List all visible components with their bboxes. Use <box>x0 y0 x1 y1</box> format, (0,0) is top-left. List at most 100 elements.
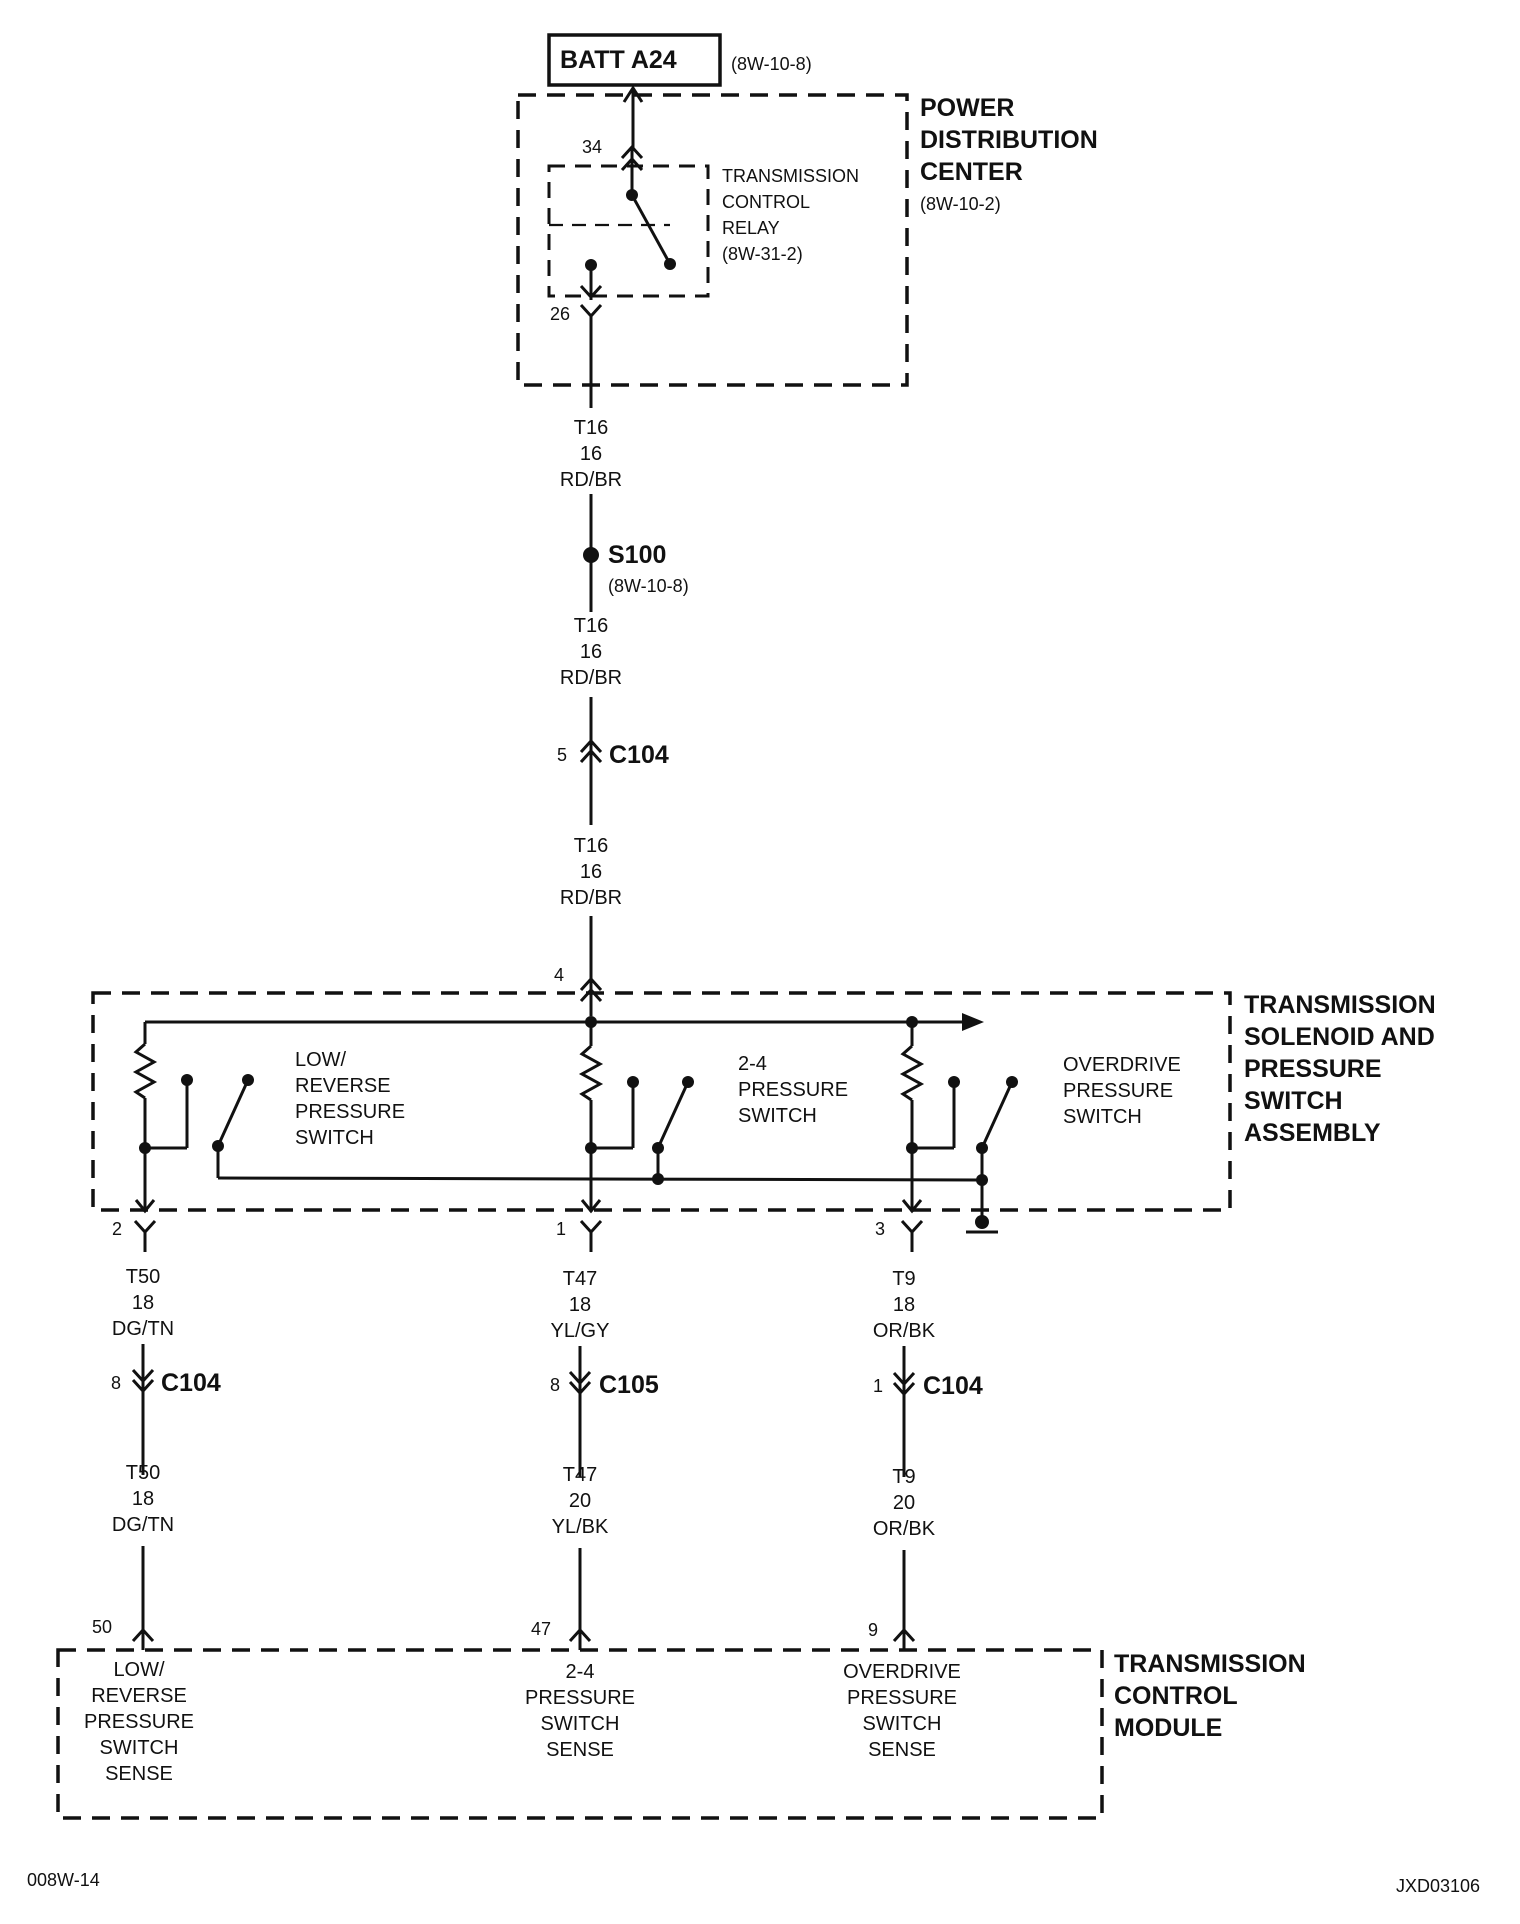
assembly-title-line5: ASSEMBLY <box>1244 1119 1381 1147</box>
svg-text:T47: T47 <box>563 1268 597 1290</box>
splice-label: S100 <box>608 541 666 569</box>
svg-text:SWITCH: SWITCH <box>541 1713 620 1735</box>
svg-text:T50: T50 <box>126 1462 160 1484</box>
tcm-sense-two-four: 2-4 PRESSURE SWITCH SENSE <box>525 1661 635 1761</box>
ground-return <box>217 1176 983 1182</box>
battery-source: BATT A24 (8W-10-8) <box>547 33 812 87</box>
pressure-switch-assembly: TRANSMISSION SOLENOID AND PRESSURE SWITC… <box>91 965 1436 1234</box>
splice-ref: (8W-10-8) <box>608 576 689 596</box>
svg-text:SENSE: SENSE <box>868 1739 936 1761</box>
wire-label-top: T16 16 RD/BR <box>560 417 622 491</box>
wire-label-mid: T16 16 RD/BR <box>560 615 622 689</box>
branch3-connector-pin: 1 <box>873 1376 883 1396</box>
svg-text:2-4: 2-4 <box>566 1661 595 1683</box>
svg-text:T9: T9 <box>892 1466 915 1488</box>
splice-s100: S100 (8W-10-8) <box>583 541 689 596</box>
switch2-label-line2: PRESSURE <box>738 1079 848 1101</box>
svg-text:PRESSURE: PRESSURE <box>525 1687 635 1709</box>
svg-text:PRESSURE: PRESSURE <box>84 1711 194 1733</box>
branch3-module-pin: 9 <box>868 1620 878 1640</box>
svg-text:18: 18 <box>893 1294 915 1316</box>
two-four-switch: 2-4 PRESSURE SWITCH <box>578 1022 848 1214</box>
switch1-label-line1: LOW/ <box>295 1049 347 1071</box>
assembly-title-line3: PRESSURE <box>1244 1055 1382 1083</box>
tcm-title-line3: MODULE <box>1114 1714 1222 1742</box>
svg-text:REVERSE: REVERSE <box>91 1685 187 1707</box>
svg-text:RD/BR: RD/BR <box>560 469 622 491</box>
svg-text:SWITCH: SWITCH <box>863 1713 942 1735</box>
svg-text:RD/BR: RD/BR <box>560 667 622 689</box>
svg-text:DG/TN: DG/TN <box>112 1514 174 1536</box>
switch3-label-line3: SWITCH <box>1063 1106 1142 1128</box>
svg-text:T16: T16 <box>574 835 608 857</box>
switch3-label-line1: OVERDRIVE <box>1063 1054 1181 1076</box>
pdc-title-line2: DISTRIBUTION <box>920 126 1098 154</box>
c104-main-pin: 5 <box>557 745 567 765</box>
relay-label-line1: TRANSMISSION <box>722 166 859 186</box>
relay-label-line2: CONTROL <box>722 192 810 212</box>
svg-text:18: 18 <box>132 1292 154 1314</box>
branch-two-four: 1 T47 18 YL/GY 8 C105 T47 20 YL/BK 47 <box>531 1219 659 1650</box>
connector-c104-main: 5 C104 <box>557 738 669 769</box>
svg-text:RD/BR: RD/BR <box>560 887 622 909</box>
svg-text:OVERDRIVE: OVERDRIVE <box>843 1661 961 1683</box>
relay-pin-34: 34 <box>582 137 602 157</box>
branch2-connector-pin: 8 <box>550 1375 560 1395</box>
battery-label: BATT A24 <box>560 46 677 74</box>
branch1-pin-out: 2 <box>112 1219 122 1239</box>
tcm-sense-overdrive: OVERDRIVE PRESSURE SWITCH SENSE <box>843 1661 961 1761</box>
switch1-label-line4: SWITCH <box>295 1127 374 1149</box>
branch2-module-pin: 47 <box>531 1619 551 1639</box>
low-reverse-switch: LOW/ REVERSE PRESSURE SWITCH <box>132 1022 405 1214</box>
assembly-title-line4: SWITCH <box>1244 1087 1343 1115</box>
relay-ref: (8W-31-2) <box>722 244 803 264</box>
pdc-title-line1: POWER <box>920 94 1014 122</box>
switch2-label-line3: SWITCH <box>738 1105 817 1127</box>
svg-text:16: 16 <box>580 443 602 465</box>
battery-ref: (8W-10-8) <box>731 54 812 74</box>
svg-text:SWITCH: SWITCH <box>100 1737 179 1759</box>
branch2-connector-label: C105 <box>599 1371 659 1399</box>
bus-arrow <box>962 1013 984 1031</box>
svg-text:YL/GY: YL/GY <box>551 1320 610 1342</box>
power-distribution-center: POWER DISTRIBUTION CENTER (8W-10-2) <box>516 93 1098 387</box>
battery-feed-arrow <box>622 85 644 103</box>
svg-text:16: 16 <box>580 861 602 883</box>
svg-text:18: 18 <box>569 1294 591 1316</box>
branch3-connector-label: C104 <box>923 1372 983 1400</box>
branch-overdrive: 3 T9 18 OR/BK 1 C104 T9 20 OR/BK 9 <box>868 1219 983 1650</box>
branch-low-reverse: 2 T50 18 DG/TN 8 C104 T50 18 DG/TN 50 <box>92 1219 221 1650</box>
overdrive-switch: OVERDRIVE PRESSURE SWITCH <box>899 1022 1181 1214</box>
switch3-label-line2: PRESSURE <box>1063 1080 1173 1102</box>
pdc-title-line3: CENTER <box>920 158 1023 186</box>
svg-text:20: 20 <box>893 1492 915 1514</box>
assembly-title-line2: SOLENOID AND <box>1244 1023 1435 1051</box>
svg-text:SENSE: SENSE <box>546 1739 614 1761</box>
relay-pin-26: 26 <box>550 304 570 324</box>
tcm-sense-low-reverse: LOW/ REVERSE PRESSURE SWITCH SENSE <box>84 1659 194 1785</box>
switch1-label-line3: PRESSURE <box>295 1101 405 1123</box>
svg-text:T16: T16 <box>574 615 608 637</box>
wire-label-lower: T16 16 RD/BR <box>560 835 622 909</box>
svg-text:OR/BK: OR/BK <box>873 1320 936 1342</box>
assembly-title-line1: TRANSMISSION <box>1244 991 1436 1019</box>
footer-right-code: JXD03106 <box>1396 1876 1480 1896</box>
relay-label-line3: RELAY <box>722 218 780 238</box>
svg-text:T50: T50 <box>126 1266 160 1288</box>
branch1-connector-label: C104 <box>161 1369 221 1397</box>
transmission-control-module: TRANSMISSION CONTROL MODULE LOW/ REVERSE… <box>56 1648 1306 1820</box>
svg-text:DG/TN: DG/TN <box>112 1318 174 1340</box>
svg-text:OR/BK: OR/BK <box>873 1518 936 1540</box>
svg-text:16: 16 <box>580 641 602 663</box>
tcm-title-line1: TRANSMISSION <box>1114 1650 1306 1678</box>
branch3-pin-out: 3 <box>875 1219 885 1239</box>
assembly-pin-4: 4 <box>554 965 564 985</box>
pdc-ref: (8W-10-2) <box>920 194 1001 214</box>
svg-text:PRESSURE: PRESSURE <box>847 1687 957 1709</box>
branch1-module-pin: 50 <box>92 1617 112 1637</box>
switch2-label-line1: 2-4 <box>738 1053 767 1075</box>
transmission-control-relay: 34 26 TRANSMISSION CONTROL RELAY (8W-31-… <box>547 137 859 324</box>
ground-point <box>975 1215 989 1229</box>
svg-text:20: 20 <box>569 1490 591 1512</box>
